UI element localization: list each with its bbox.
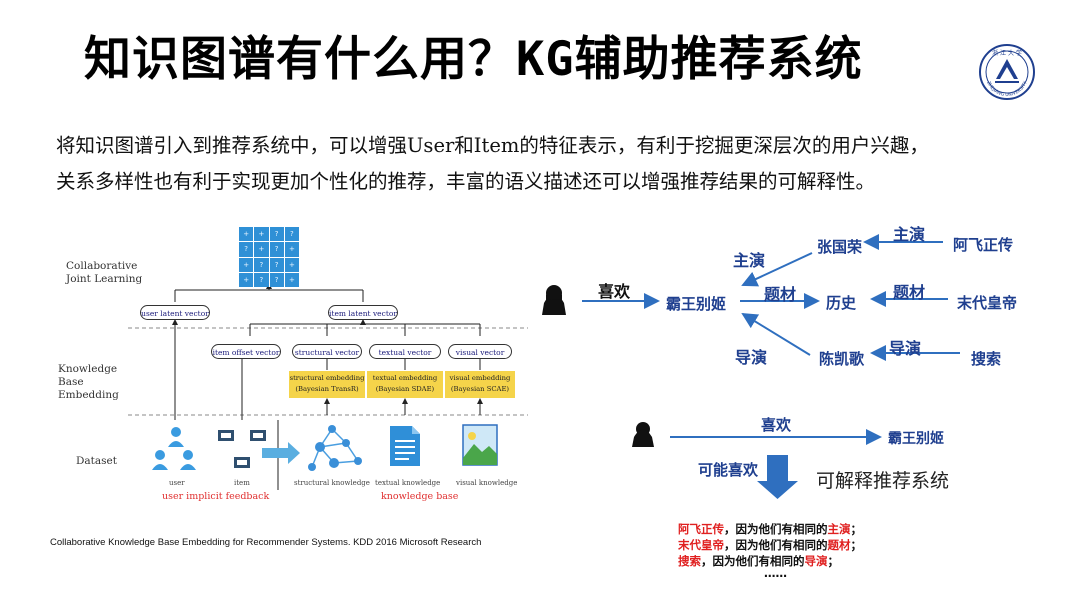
edge-like: 喜欢 bbox=[598, 282, 631, 301]
node-sousuo: 搜索 bbox=[971, 350, 1002, 368]
rating-matrix: ++???+?++??++??+ bbox=[239, 227, 299, 287]
cke-framework-figure: Collaborative Joint Learning Knowledge B… bbox=[50, 220, 530, 520]
title-cn2: 辅助推荐系统 bbox=[574, 32, 863, 87]
visual-vector: visual vector bbox=[448, 344, 512, 359]
reason-ellipsis: …… bbox=[764, 566, 787, 580]
title-cn: 知识图谱有什么用？ bbox=[84, 32, 516, 87]
film-items-icon bbox=[218, 430, 266, 468]
matrix-cell: + bbox=[284, 242, 299, 257]
structural-vector: structural vector bbox=[292, 344, 362, 359]
textual-vector: textual vector bbox=[369, 344, 441, 359]
explain-maybe-like: 可能喜欢 bbox=[698, 461, 759, 479]
edge-theme-2: 题材 bbox=[893, 283, 926, 302]
matrix-cell: + bbox=[239, 257, 254, 272]
image-icon bbox=[462, 424, 498, 466]
node-zhangguorong: 张国荣 bbox=[817, 238, 863, 256]
section-label-kbe: Knowledge Base Embedding bbox=[58, 363, 119, 401]
edge-actor-2: 主演 bbox=[893, 225, 926, 244]
caption-visual-knowledge: visual knowledge bbox=[456, 479, 518, 487]
matrix-cell: ? bbox=[269, 257, 284, 272]
caption-structural-knowledge: structural knowledge bbox=[294, 479, 370, 487]
explain-target: 霸王别姬 bbox=[888, 431, 944, 447]
university-logo: 浙 江 大 学 ZHEJIANG UNIVERSITY bbox=[978, 43, 1036, 101]
caption-user: user bbox=[169, 479, 185, 487]
item-latent-vector: item latent vector bbox=[328, 305, 398, 320]
edge-director-2: 导演 bbox=[889, 339, 922, 358]
matrix-cell: + bbox=[239, 272, 254, 287]
intro-line-2: 关系多样性也有利于实现更加个性化的推荐，丰富的语义描述还可以增强推荐结果的可解释… bbox=[56, 170, 876, 193]
visual-embedding-box: visual embedding(Bayesian SCAE) bbox=[445, 371, 515, 398]
matrix-cell: + bbox=[254, 242, 269, 257]
textual-embedding-box: textual embedding(Bayesian SDAE) bbox=[367, 371, 443, 398]
explain-like-label: 喜欢 bbox=[761, 416, 792, 434]
edge-theme-1: 题材 bbox=[764, 285, 797, 304]
matrix-cell: ? bbox=[254, 257, 269, 272]
reason-2: 末代皇帝，因为他们有相同的题材； bbox=[678, 538, 862, 552]
node-afeizhengzhuan: 阿飞正传 bbox=[953, 236, 1014, 254]
intro-line-1: 将知识图谱引入到推荐系统中，可以增强User和Item的特征表示，有利于挖掘更深… bbox=[56, 134, 929, 157]
intro-paragraph: 将知识图谱引入到推荐系统中，可以增强User和Item的特征表示，有利于挖掘更深… bbox=[56, 128, 1046, 200]
document-icon bbox=[390, 426, 420, 466]
caption-textual-knowledge: textual knowledge bbox=[375, 479, 441, 487]
title-latin: KG bbox=[516, 32, 575, 87]
edge-director-1: 导演 bbox=[735, 348, 768, 367]
matrix-cell: ? bbox=[269, 272, 284, 287]
section-label-dataset: Dataset bbox=[76, 455, 117, 467]
users-icon bbox=[152, 427, 196, 470]
explainable-recsys-label: 可解释推荐系统 bbox=[816, 470, 950, 492]
matrix-cell: + bbox=[284, 257, 299, 272]
structural-embedding-box: structural embedding(Bayesian TransR) bbox=[289, 371, 365, 398]
matrix-cell: ? bbox=[239, 242, 254, 257]
kg-arrows bbox=[542, 234, 960, 499]
section-label-cjl: Collaborative Joint Learning bbox=[66, 260, 143, 285]
caption-item: item bbox=[234, 479, 250, 487]
item-offset-vector: item offset vector bbox=[211, 344, 281, 359]
matrix-cell: ? bbox=[269, 227, 284, 242]
matrix-cell: + bbox=[239, 227, 254, 242]
group-knowledge-base: knowledge base bbox=[381, 491, 459, 502]
user-icon bbox=[542, 285, 566, 315]
node-bawangbieji: 霸王别姬 bbox=[666, 295, 727, 313]
node-lishi: 历史 bbox=[826, 294, 857, 312]
matrix-cell: + bbox=[254, 227, 269, 242]
user-latent-vector: user latent vector bbox=[140, 305, 210, 320]
matrix-cell: ? bbox=[254, 272, 269, 287]
matrix-cell: + bbox=[284, 272, 299, 287]
matrix-cell: ? bbox=[284, 227, 299, 242]
reason-1: 阿飞正传，因为他们有相同的主演； bbox=[678, 522, 862, 536]
reason-3: 搜索，因为他们有相同的导演； bbox=[678, 554, 839, 568]
group-user-implicit-feedback: user implicit feedback bbox=[162, 491, 270, 502]
page-title: 知识图谱有什么用？KG辅助推荐系统 bbox=[84, 30, 863, 90]
node-chenkaige: 陈凯歌 bbox=[819, 350, 865, 368]
svg-text:浙 江 大 学: 浙 江 大 学 bbox=[992, 49, 1022, 57]
framework-lines bbox=[128, 283, 528, 490]
edge-actor-1: 主演 bbox=[733, 251, 766, 270]
citation: Collaborative Knowledge Base Embedding f… bbox=[50, 537, 482, 548]
node-modaihuangdi: 末代皇帝 bbox=[957, 294, 1018, 312]
matrix-cell: ? bbox=[269, 242, 284, 257]
knowledge-graph-icon bbox=[308, 425, 362, 471]
